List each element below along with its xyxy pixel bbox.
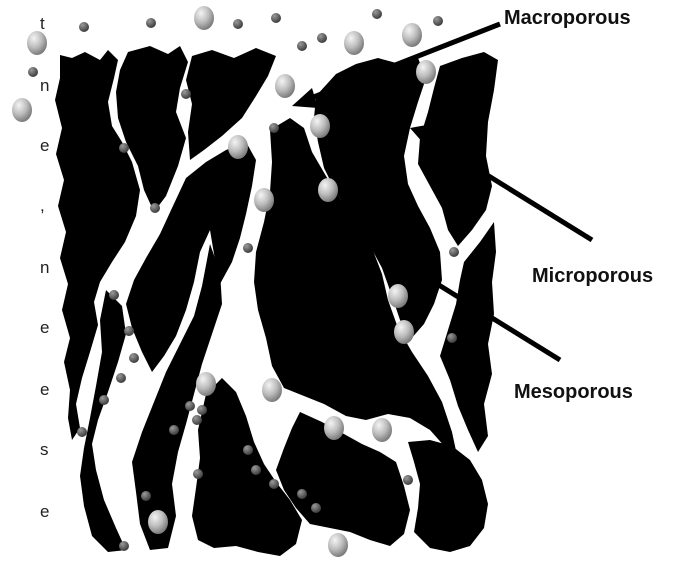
small-particle [77,427,87,437]
large-particle [228,135,248,159]
large-particle [12,98,32,122]
small-particle [192,415,202,425]
small-particle [372,9,382,19]
small-particle [116,373,126,383]
solid-matrix [55,46,498,556]
small-particle [297,41,307,51]
small-particle [317,33,327,43]
solid-block [408,440,488,552]
small-particle [99,395,109,405]
large-particle [254,188,274,212]
large-particle [148,510,168,534]
small-particle [243,445,253,455]
large-particle [324,416,344,440]
microporous-label: Microporous [532,265,653,287]
large-particle [328,533,348,557]
mesoporous-label: Mesoporous [514,381,633,403]
small-particle [311,503,321,513]
small-particle [269,479,279,489]
small-particle [79,22,89,32]
large-particle [344,31,364,55]
small-particle [109,290,119,300]
small-particle [251,465,261,475]
macroporous-label: Macroporous [504,7,631,29]
small-particle [233,19,243,29]
large-particle [318,178,338,202]
large-particle [262,378,282,402]
small-particle [124,326,134,336]
large-particle [194,6,214,30]
small-particle [129,353,139,363]
small-particle [193,469,203,479]
large-particle [196,372,216,396]
large-particle [394,320,414,344]
small-particle [297,489,307,499]
macroporous-arrowhead [292,88,318,108]
small-particle [185,401,195,411]
small-particle [119,541,129,551]
large-particle [310,114,330,138]
small-particle [403,475,413,485]
small-particle [243,243,253,253]
small-particle [271,13,281,23]
small-particle [181,89,191,99]
large-particle [27,31,47,55]
small-particle [269,123,279,133]
small-particle [146,18,156,28]
large-particle [402,23,422,47]
large-particle [416,60,436,84]
small-particle [119,143,129,153]
small-particle [433,16,443,26]
small-particle [150,203,160,213]
large-particle [372,418,392,442]
large-particle [275,74,295,98]
small-particle [141,491,151,501]
small-particle [449,247,459,257]
large-particle [388,284,408,308]
small-particle [169,425,179,435]
small-particle [447,333,457,343]
small-particle [197,405,207,415]
small-particle [28,67,38,77]
